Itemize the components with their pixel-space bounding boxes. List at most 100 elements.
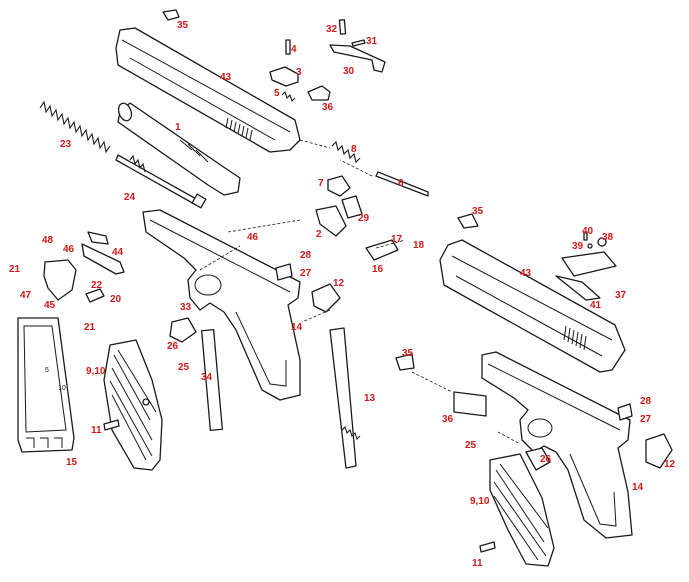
label-38: 38 <box>602 232 614 243</box>
firing-pin-block-part <box>269 66 299 87</box>
magazine-part: 5 10 <box>17 317 75 453</box>
screw-39-part <box>587 243 593 249</box>
grip-right-texture <box>493 463 549 561</box>
label-4: 4 <box>291 44 297 55</box>
label-9-10-left: 9,10 <box>86 366 106 377</box>
label-23: 23 <box>60 139 72 150</box>
label-43-right: 43 <box>520 268 532 279</box>
label-25-left: 25 <box>178 362 190 373</box>
label-1: 1 <box>175 122 181 133</box>
mainspring-housing-34-part <box>201 329 223 431</box>
label-46-mid: 46 <box>63 244 75 255</box>
label-11-right: 11 <box>472 558 483 569</box>
label-43-left: 43 <box>220 72 232 83</box>
pin-27-right-part <box>617 403 633 421</box>
hammer-part <box>43 259 77 301</box>
label-40: 40 <box>582 226 594 237</box>
plunger-35c-part <box>395 353 415 371</box>
sear-26-part <box>169 317 197 343</box>
label-36-top: 36 <box>322 102 334 113</box>
plunger-36-part <box>307 85 331 101</box>
slide-stop-2-part <box>315 205 347 237</box>
label-18: 18 <box>413 240 425 251</box>
label-3: 3 <box>296 67 302 78</box>
grip-screw-part <box>103 419 120 431</box>
label-28-right: 28 <box>640 396 652 407</box>
rear-sight-part <box>162 9 180 21</box>
magazine-mark-10: 10 <box>58 385 66 392</box>
pin-20-part <box>85 288 105 303</box>
label-39: 39 <box>572 241 584 252</box>
thumb-safety-right-part <box>645 433 673 469</box>
grip-screw-right-part <box>479 541 496 553</box>
label-13: 13 <box>364 393 376 404</box>
trigger-bar-13-part <box>329 327 357 469</box>
label-28-left: 28 <box>300 250 312 261</box>
label-17: 17 <box>391 234 403 245</box>
label-2: 2 <box>316 229 322 240</box>
label-41: 41 <box>590 300 602 311</box>
block-36-part <box>453 391 487 417</box>
guide-rod-part <box>115 154 207 209</box>
label-30: 30 <box>343 66 355 77</box>
label-35-top: 35 <box>177 20 189 31</box>
label-12-left: 12 <box>333 278 345 289</box>
label-48: 48 <box>42 235 54 246</box>
safety-29-part <box>341 195 363 219</box>
frame-right-part <box>481 351 633 539</box>
label-46-left: 46 <box>247 232 259 243</box>
label-7: 7 <box>318 178 324 189</box>
label-34: 34 <box>201 372 213 383</box>
grip-right-part <box>489 453 555 567</box>
label-35-right: 35 <box>472 206 484 217</box>
trigger-16-part <box>365 239 399 261</box>
label-26-right: 26 <box>540 454 552 465</box>
label-27-left: 27 <box>300 268 312 279</box>
spring-under-13-part <box>341 425 361 441</box>
label-14-left: 14 <box>291 322 303 333</box>
screw-40-part <box>583 231 588 241</box>
extractor-spring-part <box>338 19 347 35</box>
label-24: 24 <box>124 192 136 203</box>
label-37: 37 <box>615 290 627 301</box>
label-21-top: 21 <box>9 264 21 275</box>
label-14-right: 14 <box>632 482 644 493</box>
sight-37-part <box>561 251 617 277</box>
label-11-left: 11 <box>91 425 102 436</box>
label-20: 20 <box>110 294 122 305</box>
label-31: 31 <box>366 36 378 47</box>
label-9-10-right: 9,10 <box>470 496 490 507</box>
sear-right-part <box>525 447 551 471</box>
label-26-left: 26 <box>167 341 179 352</box>
thumb-safety-12-part <box>311 283 341 313</box>
frame-part <box>142 209 301 401</box>
leader-lines <box>199 139 521 445</box>
label-33: 33 <box>180 302 192 313</box>
lever-part <box>87 231 109 245</box>
label-47: 47 <box>20 290 32 301</box>
label-44: 44 <box>112 247 124 258</box>
label-25-right: 25 <box>465 440 477 451</box>
label-32: 32 <box>326 24 338 35</box>
magazine-mark-5: 5 <box>45 367 49 374</box>
trigger-bar-44-part <box>81 243 125 275</box>
extractor-part <box>329 44 386 73</box>
slide-part <box>115 27 301 153</box>
label-5: 5 <box>274 88 280 99</box>
pin-4-part <box>285 39 291 55</box>
label-12-right: 12 <box>664 459 676 470</box>
pin-27-part <box>275 263 293 281</box>
label-21-mid: 21 <box>84 322 96 333</box>
barrel-part <box>117 102 241 196</box>
slide-stop-7-part <box>327 175 351 197</box>
label-16: 16 <box>372 264 384 275</box>
firing-pin-spring-part <box>331 140 361 164</box>
grip-panel-part <box>103 339 163 471</box>
slide-right-part <box>439 239 626 373</box>
sight-41-part <box>555 275 601 301</box>
spring-5-part <box>281 90 296 103</box>
extractor-pin-part <box>351 39 366 47</box>
rear-sight-right-part <box>457 213 479 229</box>
label-29: 29 <box>358 213 370 224</box>
